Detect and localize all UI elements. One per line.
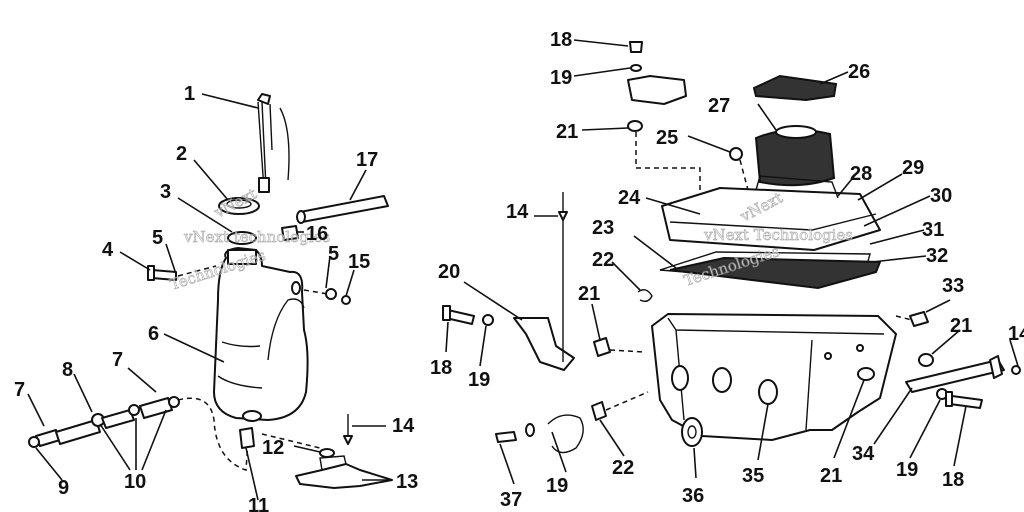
callout-21: 21 <box>556 121 578 143</box>
callout-21: 21 <box>950 315 972 337</box>
callout-21: 21 <box>820 465 842 487</box>
air-box-assembly <box>442 41 1021 454</box>
watermark-text: vNext technologies <box>183 228 330 246</box>
callout-8: 8 <box>62 359 73 381</box>
callout-19: 19 <box>896 459 918 481</box>
callout-6: 6 <box>148 323 159 345</box>
callout-23: 23 <box>592 217 614 239</box>
callout-5: 5 <box>152 227 163 249</box>
callout-27: 27 <box>708 95 730 117</box>
watermark-text: vNext <box>211 185 260 222</box>
callout-33: 33 <box>942 275 964 297</box>
callout-15: 15 <box>348 251 370 273</box>
callout-22: 22 <box>612 457 634 479</box>
callout-36: 36 <box>682 485 704 507</box>
callout-7: 7 <box>14 379 25 401</box>
callout-2: 2 <box>176 143 187 165</box>
callout-11: 11 <box>248 495 269 512</box>
callout-19: 19 <box>468 369 490 391</box>
callout-labels: 1 2 3 4 5 5 6 7 7 8 9 10 11 12 13 14 15 … <box>14 29 1024 512</box>
callout-4: 4 <box>102 239 114 261</box>
callout-13: 13 <box>396 471 418 493</box>
callout-30: 30 <box>930 185 952 207</box>
watermark-text: vNext Technologies <box>703 226 853 244</box>
callout-29: 29 <box>902 157 924 179</box>
callout-16: 16 <box>306 223 328 245</box>
callout-20: 20 <box>438 261 460 283</box>
callout-1: 1 <box>184 83 195 105</box>
callout-18: 18 <box>942 469 964 491</box>
callout-14: 14 <box>506 201 529 223</box>
callout-26: 26 <box>848 61 870 83</box>
callout-10: 10 <box>124 471 146 493</box>
callout-14: 14 <box>392 415 415 437</box>
callout-9: 9 <box>58 477 69 499</box>
callout-18: 18 <box>550 29 572 51</box>
callout-34: 34 <box>852 443 875 465</box>
callout-14: 14 <box>1008 323 1024 345</box>
callout-5: 5 <box>328 243 339 265</box>
callout-19: 19 <box>550 67 572 89</box>
callout-35: 35 <box>742 465 764 487</box>
callout-12: 12 <box>262 437 284 459</box>
callout-21: 21 <box>578 283 600 305</box>
fuel-tank-assembly <box>28 93 393 489</box>
callout-28: 28 <box>850 163 872 185</box>
callout-18: 18 <box>430 357 452 379</box>
callout-7: 7 <box>112 349 123 371</box>
callout-19: 19 <box>546 475 568 497</box>
leader-lines <box>27 39 1019 501</box>
callout-17: 17 <box>356 149 378 171</box>
callout-24: 24 <box>618 187 641 209</box>
callout-22: 22 <box>592 249 614 271</box>
callout-25: 25 <box>656 127 678 149</box>
callout-37: 37 <box>500 489 522 511</box>
callout-3: 3 <box>160 181 171 203</box>
callout-31: 31 <box>922 219 944 241</box>
callout-32: 32 <box>926 245 948 267</box>
